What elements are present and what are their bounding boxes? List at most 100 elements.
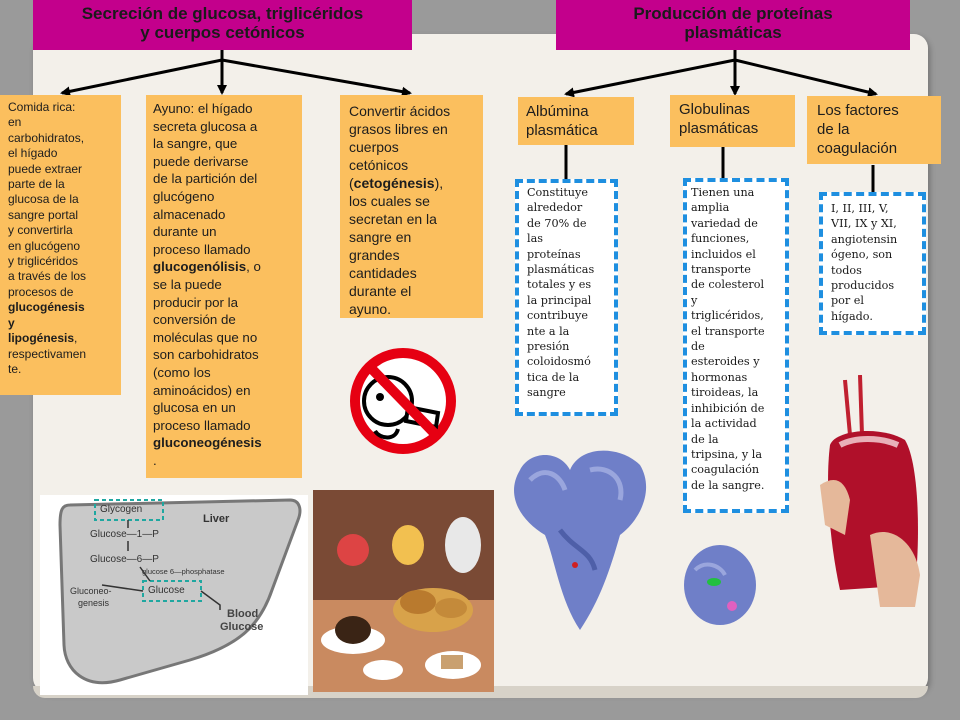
header-glucose-secretion: Secreción de glucosa, triglicéridos y cu…: [33, 0, 412, 50]
fasting-line: conversión de: [153, 312, 236, 328]
albumin-protein-image: [500, 440, 658, 636]
globulins-detail-line: amplia: [691, 201, 730, 215]
fasting-line: puede derivarse: [153, 153, 249, 169]
glucose-label: Glucose: [148, 585, 185, 596]
keto-line: cuerpos: [349, 139, 399, 155]
globulins-title-line: plasmáticas: [679, 120, 759, 137]
albumin-detail-line: nte a la: [527, 324, 570, 338]
rich-meal-line: a través de los: [8, 269, 87, 284]
arrow-to-ketogenesis: [221, 58, 412, 97]
globulins-detail-line: la actividad: [691, 417, 757, 431]
arrow-to-rich-meal: [60, 58, 223, 97]
header-right-line2: plasmáticas: [684, 23, 782, 42]
fasting-line: proceso llamado: [153, 417, 251, 433]
rich-tail-2: te.: [8, 361, 22, 376]
albumin-detail-line: tica de la: [527, 370, 580, 384]
liver-shape: [58, 498, 302, 685]
globulins-detail-line: incluidos el: [691, 247, 756, 261]
globulins-detail-line: tiroideas, la: [691, 386, 759, 400]
fasting-line: aminoácidos) en: [153, 382, 251, 398]
globulins-detail-line: esteroides y: [691, 355, 760, 369]
blood-bag-photo: [820, 375, 926, 607]
fasting-end: .: [153, 452, 157, 468]
globulins-detail-line: y: [691, 293, 698, 307]
rich-meal-line: sangre portal: [8, 207, 79, 222]
globulins-detail-line: el transporte: [691, 324, 765, 338]
globulins-detail-line: transporte: [691, 263, 751, 277]
keto-line: grasos libres en: [349, 121, 448, 137]
keto-paren-open: (: [349, 175, 354, 191]
globulins-detail-line: Tienen una: [691, 186, 755, 199]
globulins-detail-line: hormonas: [691, 370, 748, 384]
blood-label: Blood: [227, 608, 259, 620]
factors-detail-line: hígado.: [831, 309, 873, 323]
globulins-detail-line: triglicéridos,: [691, 309, 764, 323]
keto-line: cetónicos: [349, 157, 409, 173]
fasting-line: producir por la: [153, 294, 238, 310]
globulins-title: Globulinas plasmáticas: [679, 100, 795, 138]
albumin-detail-line: coloidosmó: [527, 355, 591, 369]
keto-line: ayuno.: [349, 301, 392, 317]
fasting-line: glucógeno: [153, 188, 215, 204]
blood-glucose-label: Glucose: [220, 621, 264, 633]
globulins-detail-line: de: [691, 340, 705, 354]
fasting-line: moléculas que no: [153, 329, 258, 345]
albumin-detail-line: de 70% de: [527, 216, 587, 230]
globulins-detail-line: coagulación: [691, 463, 760, 477]
keto-paren-close: ),: [434, 175, 444, 191]
fasting-line: (como los: [153, 364, 211, 380]
rich-meal-line: Comida rica:: [8, 100, 76, 114]
keto-line: sangre en: [349, 229, 412, 245]
rich-meal-line: el hígado: [8, 146, 58, 161]
albumin-detail-line: Constituye: [527, 186, 588, 199]
globulins-detail-line: de la: [691, 432, 719, 446]
header-left-line1: Secreción de glucosa, triglicéridos: [81, 4, 364, 23]
fasting-mid: , o: [246, 259, 261, 275]
globulins-detail-line: funciones,: [691, 232, 750, 246]
rich-meal-line: glucosa de la: [8, 192, 79, 207]
gluconeo-label-1: Gluconeo-: [70, 586, 112, 596]
fasting-line: son carbohidratos: [153, 347, 259, 363]
fasting-line: se la puede: [153, 276, 222, 292]
g6p-label: Glucose—6—P: [90, 554, 159, 565]
header-left-line2: y cuerpos cetónicos: [140, 23, 305, 42]
fasting-line: glucosa en un: [153, 400, 236, 416]
keto-line: grandes: [349, 247, 400, 263]
glycogen-label: Glycogen: [100, 504, 143, 515]
fasting-line: durante un: [153, 224, 217, 240]
factors-detail-line: VII, IX y XI,: [831, 217, 897, 231]
albumin-detail-line: alrededor: [527, 201, 583, 215]
keto-text-1: Convertir ácidos grasos libres en cuerpos c…: [349, 102, 479, 174]
rich-tail-1: respectivamen: [8, 346, 87, 361]
globulins-title-line: Globulinas: [679, 101, 750, 118]
factors-detail-line: producidos: [831, 279, 895, 293]
albumin-detail-line: sangre: [527, 386, 566, 400]
fasting-line: proceso llamado: [153, 241, 251, 257]
keto-line: los cuales se: [349, 193, 430, 209]
keto-line: durante el: [349, 283, 412, 299]
fasting-line: almacenado: [153, 206, 226, 222]
globulins-detail-line: variedad de: [691, 216, 758, 230]
albumin-title-line: Albúmina: [526, 103, 589, 120]
liver-diagram: Liver Glycogen Glucose—1—P Glucose—6—P g…: [40, 495, 308, 695]
factors-title-line: de la: [817, 121, 850, 138]
keto-line: Convertir ácidos: [349, 103, 451, 119]
term-lipogenesis-line: lipogénesis,: [8, 331, 117, 346]
keto-line: cantidades: [349, 265, 417, 281]
gluconeo-label-2: genesis: [78, 598, 110, 608]
arrow-to-factors: [734, 58, 878, 97]
albumin-detail-line: contribuye: [527, 309, 588, 323]
